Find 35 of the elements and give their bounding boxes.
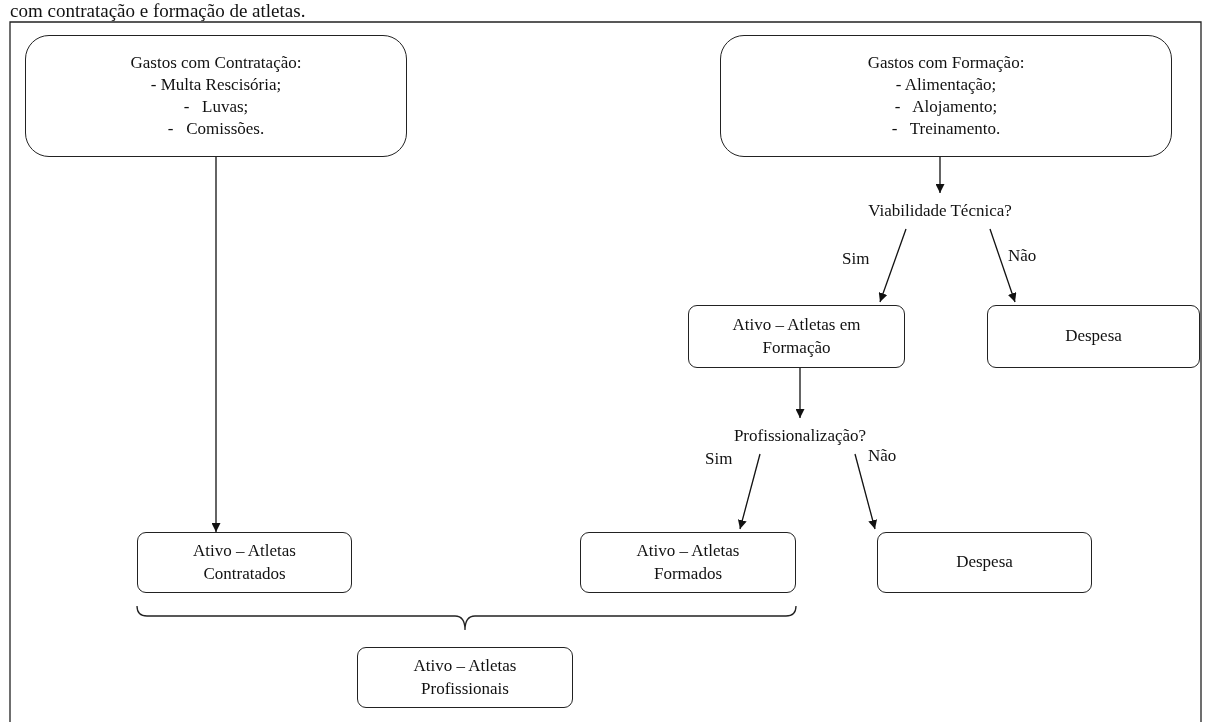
edge-label: Não [868, 447, 897, 464]
process-box [688, 305, 905, 368]
box-heading: Gastos com Formação: [867, 51, 1025, 74]
arrow [854, 453, 878, 530]
list-item: - Multa Rescisória; [150, 73, 282, 96]
edge-label: Sim [842, 250, 870, 267]
process-box [137, 532, 352, 593]
box-label: Despesa [956, 551, 1013, 574]
process-box [720, 35, 1172, 157]
process-box [580, 532, 796, 593]
process-box [877, 532, 1092, 593]
arrow [211, 156, 221, 533]
box-label: Ativo – Atletas Formados [635, 540, 741, 585]
process-box [25, 35, 407, 157]
box-heading: Gastos com Contratação: [130, 51, 302, 74]
edge-label: Não [1008, 247, 1037, 264]
process-box [357, 647, 573, 708]
list-item: - Alimentação; [895, 73, 997, 96]
decision-question: Viabilidade Técnica? [820, 198, 1060, 224]
list-item: - Comissões. [167, 118, 265, 141]
list-item: - Treinamento. [891, 118, 1001, 141]
box-label: Despesa [1065, 325, 1122, 348]
arrow [795, 367, 805, 419]
edge-label: Sim [705, 450, 733, 467]
arrow [737, 453, 761, 530]
process-box [987, 305, 1200, 368]
box-label: Ativo – Atletas em Formação [731, 314, 862, 359]
list-item: - Alojamento; [894, 96, 998, 118]
arrow [989, 228, 1017, 303]
arrow [935, 156, 945, 194]
arrow [878, 228, 907, 303]
list-item: - Luvas; [183, 96, 249, 118]
box-label: Ativo – Atletas Profissionais [412, 655, 518, 700]
box-label: Ativo – Atletas Contratados [192, 540, 297, 585]
decision-question: Profissionalização? [690, 423, 910, 449]
